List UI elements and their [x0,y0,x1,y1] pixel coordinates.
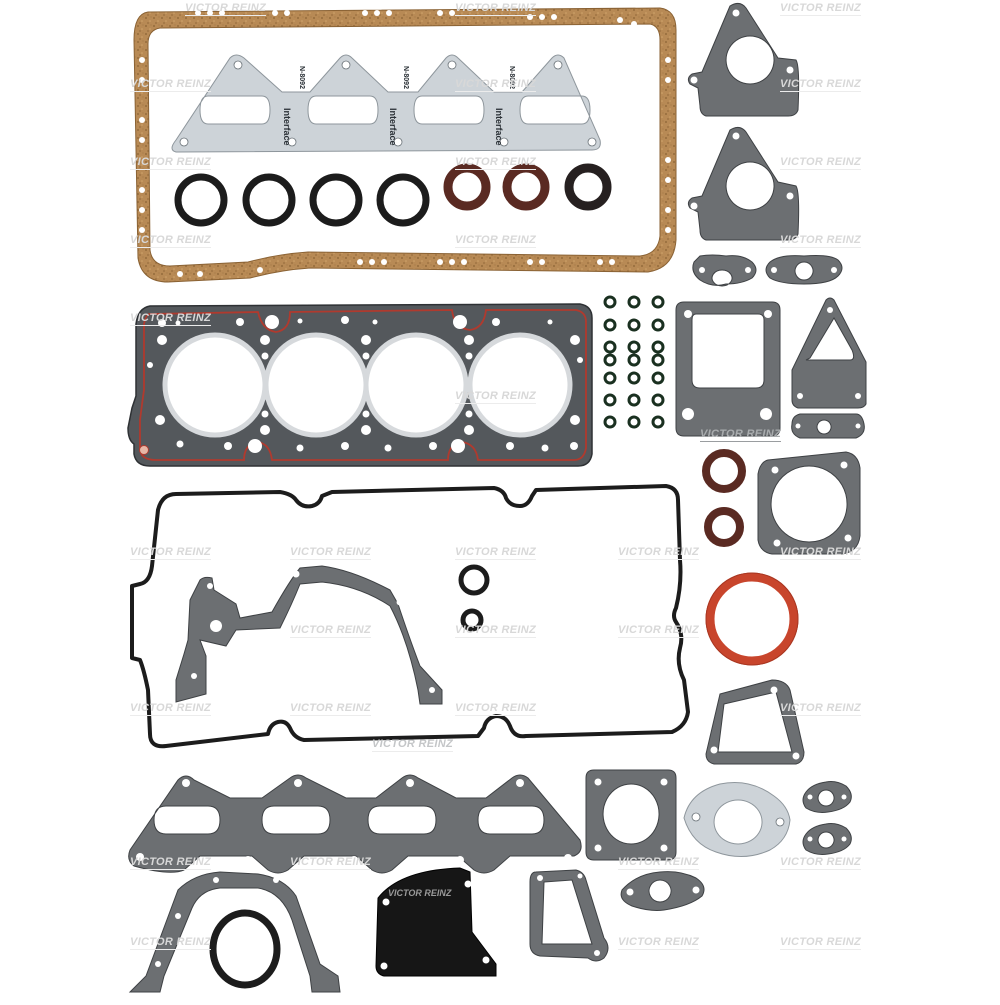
round-flange-gasket [757,451,861,555]
flange-bolt-holes [626,267,861,896]
exhaust-manifold-gasket [128,774,582,874]
square-flange-gaskets [585,297,867,861]
camshaft-seals [702,449,746,547]
svg-text:N-8092: N-8092 [508,66,515,89]
valve-stem-seals [603,295,665,429]
rear-main-seal [209,909,281,989]
intake-manifold-gasket: Interface Interface Interface N-8092 N-8… [171,54,601,153]
valve-stem-o-rings [174,173,430,227]
valve-cover-gasket [130,484,690,749]
thermostat-gasket [683,782,791,857]
oil-pan-gasket [133,7,677,283]
bracket-gasket [529,869,609,962]
timing-cover-gasket [175,565,443,705]
intake-print-brand: Interface [282,108,292,146]
triangular-flange-gaskets [687,2,800,241]
oval-flange-gaskets [620,254,865,911]
svg-text:Interface: Interface [494,108,504,146]
shaft-seals-small [443,163,612,211]
rear-main-seal-gasket [128,871,341,993]
svg-text:N-8092: N-8092 [402,66,409,89]
svg-text:Interface: Interface [388,108,398,146]
pentagon-flange-gasket [705,679,805,765]
cover-plate-gasket: VICTOR REINZ [375,867,497,977]
crankshaft-seal-large [705,572,799,666]
spark-plug-seals [458,564,490,632]
cylinder-head-gasket [127,303,593,467]
intake-print-code: N-8092 [298,66,305,89]
cover-plate-print: VICTOR REINZ [388,888,452,898]
